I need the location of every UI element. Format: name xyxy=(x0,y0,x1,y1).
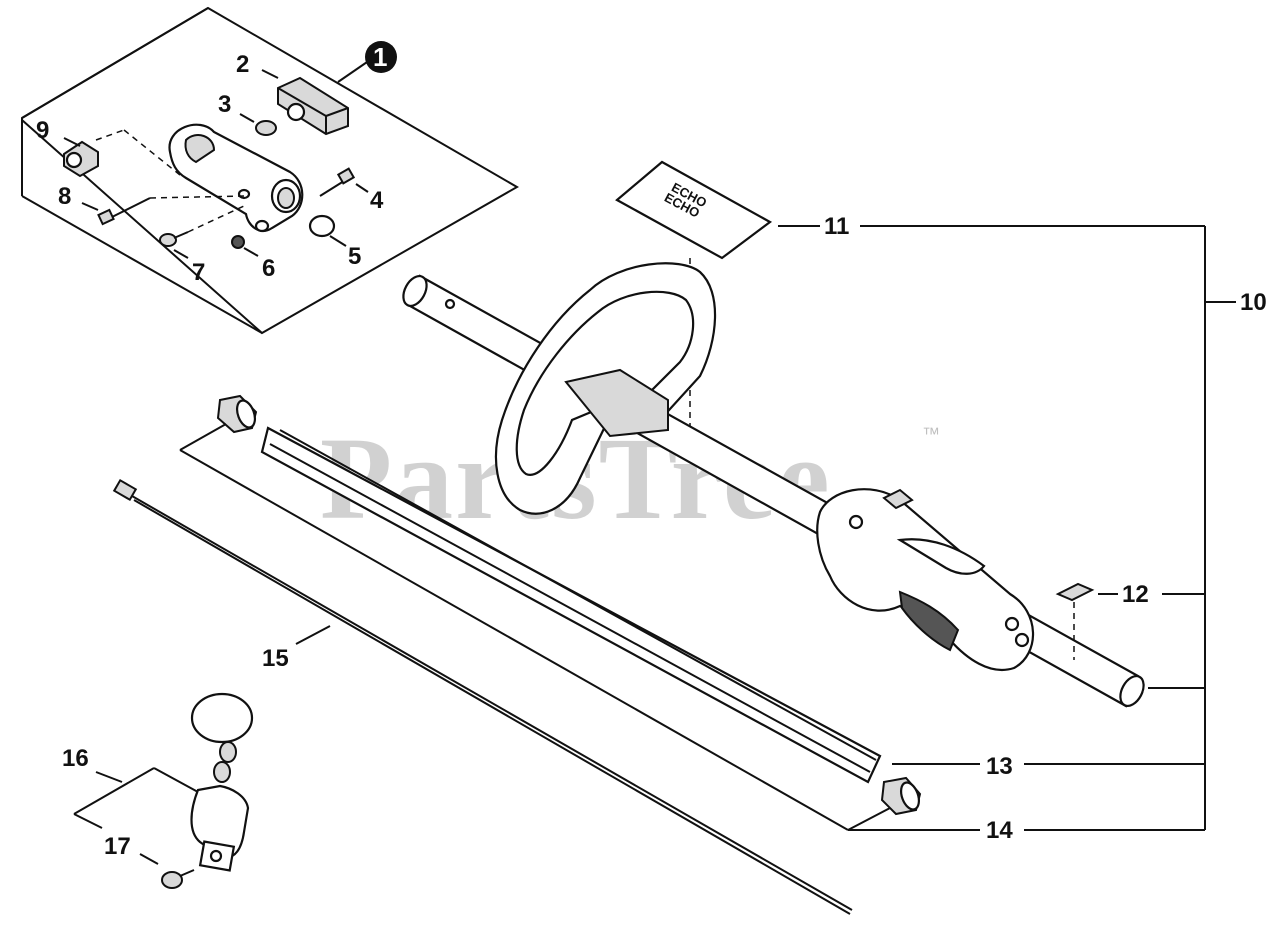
loop-handle[interactable] xyxy=(494,262,717,515)
callout-11[interactable]: 11 xyxy=(824,213,849,240)
callout-8[interactable]: 8 xyxy=(58,183,71,210)
part-6-nut[interactable] xyxy=(231,235,245,249)
watermark-tm: ™ xyxy=(922,424,940,444)
part-14-bushing-top[interactable] xyxy=(216,394,258,434)
callout-10[interactable]: 10 xyxy=(1240,289,1267,316)
callout-4[interactable]: 4 xyxy=(370,187,384,214)
part-7-screw[interactable] xyxy=(159,231,189,247)
part-11-decal[interactable]: ECHO ECHO xyxy=(615,160,773,260)
part-15-drive-cable[interactable] xyxy=(112,478,853,915)
part-14-bushing-bottom[interactable] xyxy=(880,776,922,816)
callout-2[interactable]: 2 xyxy=(236,51,249,78)
part-13-liner[interactable] xyxy=(260,426,882,784)
part-3-washer[interactable] xyxy=(255,120,277,136)
callout-14[interactable]: 14 xyxy=(986,817,1013,844)
callout-7[interactable]: 7 xyxy=(192,259,205,286)
callout-17[interactable]: 17 xyxy=(104,833,131,860)
part-8-bolt[interactable] xyxy=(97,197,151,226)
callout-12[interactable]: 12 xyxy=(1122,581,1149,608)
callout-15[interactable]: 15 xyxy=(262,645,289,672)
callout-1[interactable]: 1 xyxy=(373,42,387,72)
callout-13[interactable]: 13 xyxy=(986,753,1013,780)
callout-16[interactable]: 16 xyxy=(62,745,89,772)
part-12-clip[interactable] xyxy=(1055,582,1095,602)
callout-5[interactable]: 5 xyxy=(348,243,361,270)
part-17-screw[interactable] xyxy=(161,869,195,889)
callout-6[interactable]: 6 xyxy=(262,255,275,282)
part-16-hanger[interactable] xyxy=(190,692,254,872)
handle-bracket[interactable] xyxy=(168,123,304,233)
callout-9[interactable]: 9 xyxy=(36,117,49,144)
part-5-oring[interactable] xyxy=(308,214,336,238)
callout-1-marker[interactable] xyxy=(365,41,397,73)
throttle-handle[interactable] xyxy=(816,488,1035,671)
part-2-knob[interactable] xyxy=(277,76,349,136)
callout-3[interactable]: 3 xyxy=(218,91,231,118)
part-4-bolt[interactable] xyxy=(319,167,356,197)
part-9-nut[interactable] xyxy=(63,140,99,178)
